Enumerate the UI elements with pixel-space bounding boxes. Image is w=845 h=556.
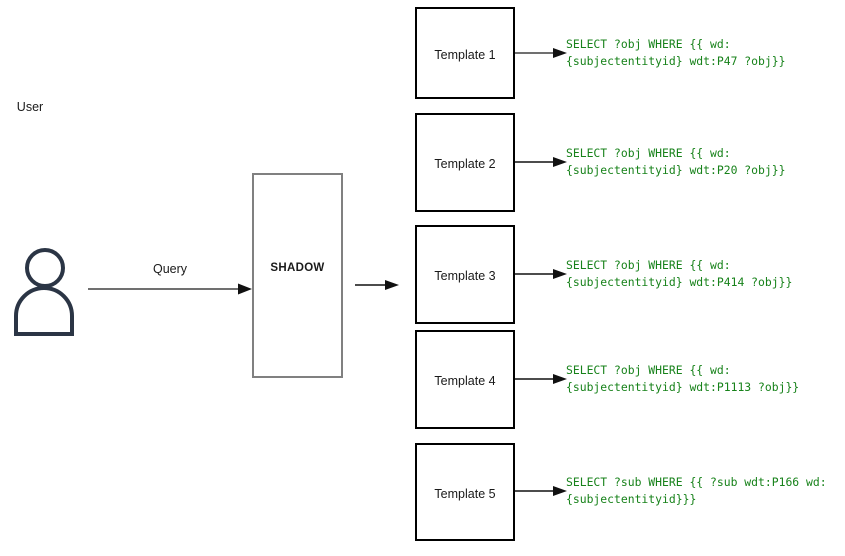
sparql-query-3: SELECT ?obj WHERE {{ wd:{subjectentityid… bbox=[566, 258, 793, 289]
template-label-1: Template 1 bbox=[434, 48, 496, 62]
shadow-to-templates-arrow-icon bbox=[355, 280, 399, 290]
user-label: User bbox=[16, 100, 44, 114]
template-arrow-icon-4 bbox=[515, 374, 567, 384]
template-arrow-icon-1 bbox=[515, 48, 567, 58]
template-box-3[interactable]: Template 3 bbox=[415, 225, 515, 324]
sparql-query-1: SELECT ?obj WHERE {{ wd:{subjectentityid… bbox=[566, 37, 786, 68]
query-arrow-icon bbox=[88, 283, 252, 295]
sparql-query-2: SELECT ?obj WHERE {{ wd:{subjectentityid… bbox=[566, 146, 786, 177]
shadow-module-box: SHADOW bbox=[252, 173, 343, 378]
shadow-label: SHADOW bbox=[270, 262, 325, 274]
query-edge-label: Query bbox=[152, 262, 188, 276]
template-box-2[interactable]: Template 2 bbox=[415, 113, 515, 212]
template-box-5[interactable]: Template 5 bbox=[415, 443, 515, 541]
user-body-icon bbox=[14, 286, 74, 336]
template-label-4: Template 4 bbox=[434, 374, 496, 388]
template-label-5: Template 5 bbox=[434, 487, 496, 501]
template-box-4[interactable]: Template 4 bbox=[415, 330, 515, 429]
template-label-2: Template 2 bbox=[434, 157, 496, 171]
template-label-3: Template 3 bbox=[434, 269, 496, 283]
template-arrow-icon-2 bbox=[515, 157, 567, 167]
template-arrow-icon-3 bbox=[515, 269, 567, 279]
user-actor bbox=[14, 246, 74, 336]
user-head-icon bbox=[25, 248, 65, 288]
template-box-1[interactable]: Template 1 bbox=[415, 7, 515, 99]
sparql-query-5: SELECT ?sub WHERE {{ ?sub wdt:P166 wd:{s… bbox=[566, 475, 827, 506]
template-arrow-icon-5 bbox=[515, 486, 567, 496]
sparql-query-4: SELECT ?obj WHERE {{ wd:{subjectentityid… bbox=[566, 363, 800, 394]
